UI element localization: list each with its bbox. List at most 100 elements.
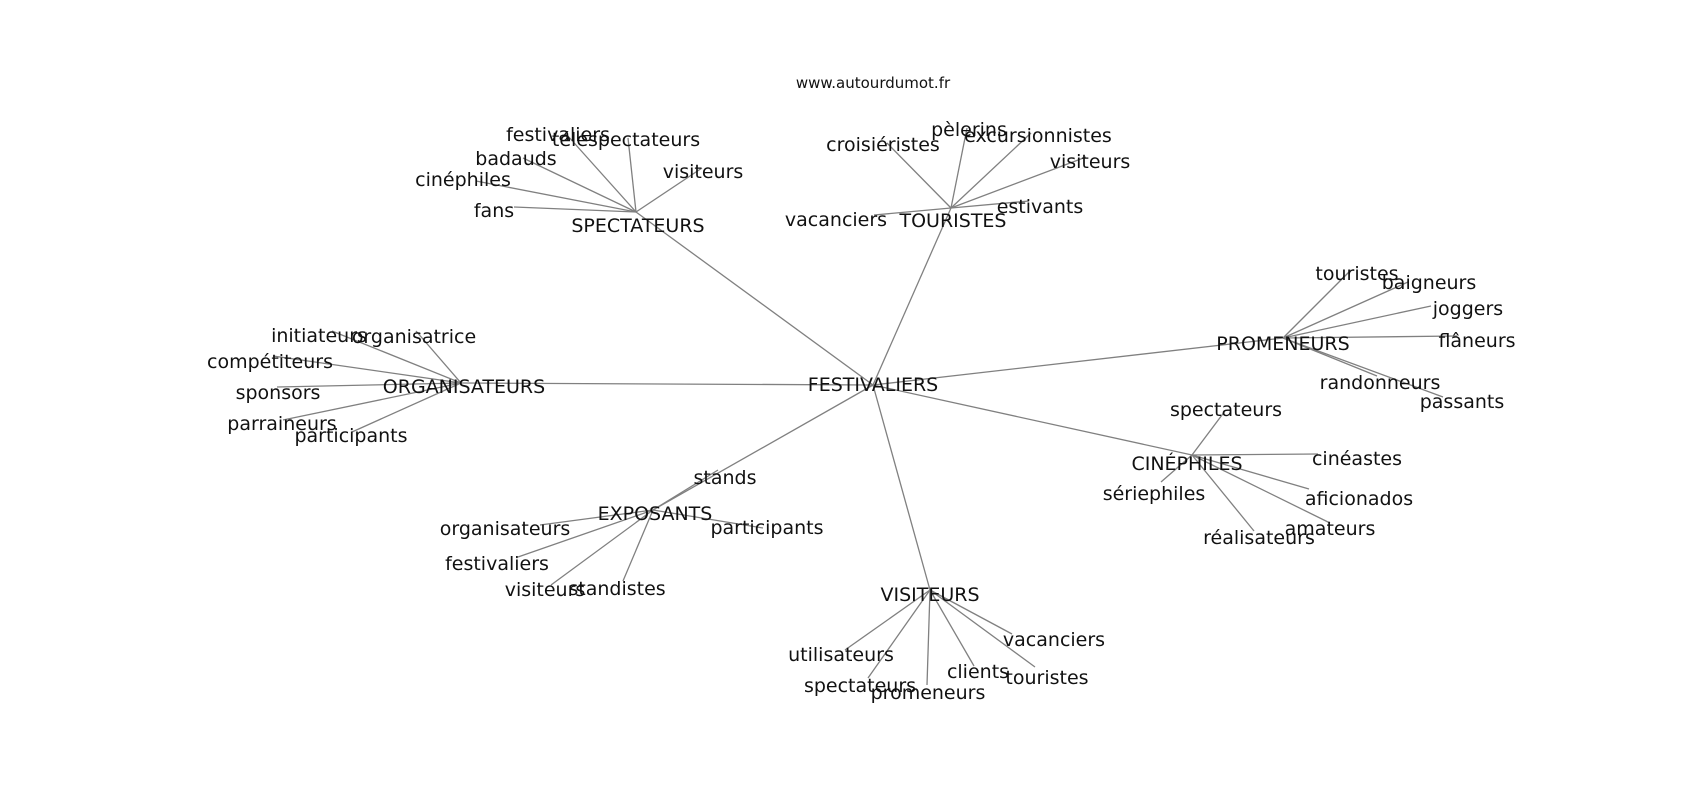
edge-organisateurs-5 xyxy=(351,382,462,433)
leaf-label: sponsors xyxy=(236,382,321,404)
leaf-label: téléspectateurs xyxy=(552,129,700,151)
edge-touristes-2 xyxy=(950,132,1032,209)
edge-exposants-1 xyxy=(539,509,654,526)
leaf-label: touristes xyxy=(1005,667,1088,689)
edge-organisateurs-4 xyxy=(282,382,462,421)
graph-edges xyxy=(272,127,1458,686)
leaf-label: fans xyxy=(474,200,514,222)
edge-cinéphiles-1 xyxy=(1191,453,1319,456)
edge-organisateurs-0 xyxy=(331,330,462,384)
hub-label-spectateurs: SPECTATEURS xyxy=(571,215,704,237)
edge-root-cinéphiles xyxy=(872,384,1193,456)
leaf-label: réalisateurs xyxy=(1203,527,1315,549)
leaf-label: stands xyxy=(694,467,757,489)
leaf-label: amateurs xyxy=(1285,518,1376,540)
edge-exposants-2 xyxy=(652,509,764,529)
hub-label-cinéphiles: CINÉPHILES xyxy=(1131,452,1242,475)
leaf-label: cinéastes xyxy=(1312,448,1402,470)
leaf-label: badauds xyxy=(475,148,556,170)
leaf-label: spectateurs xyxy=(1170,399,1282,421)
leaf-label: organisatrice xyxy=(352,326,476,348)
leaf-label: randonneurs xyxy=(1320,372,1441,394)
edge-visiteurs-4 xyxy=(867,589,931,679)
edge-root-visiteurs xyxy=(872,384,931,591)
edge-visiteurs-3 xyxy=(929,589,1036,668)
edge-visiteurs-1 xyxy=(844,589,931,651)
leaf-label: passants xyxy=(1420,391,1505,413)
hub-label-organisateurs: ORGANISATEURS xyxy=(383,376,545,398)
leaf-label: visiteurs xyxy=(505,579,586,601)
leaf-label: joggers xyxy=(1432,298,1503,320)
leaf-label: utilisateurs xyxy=(788,644,894,666)
leaf-label: baigneurs xyxy=(1382,272,1477,294)
edge-root-exposants xyxy=(652,384,874,511)
leaf-label: initiateurs xyxy=(271,325,367,347)
leaf-label: spectateurs xyxy=(804,675,916,697)
edge-root-spectateurs xyxy=(635,211,874,386)
hub-label-visiteurs: VISITEURS xyxy=(880,584,979,606)
edge-promeneurs-2 xyxy=(1282,305,1432,339)
edge-root-touristes xyxy=(872,207,952,386)
edge-root-organisateurs xyxy=(460,382,874,386)
edge-spectateurs-1 xyxy=(627,137,637,213)
edge-visiteurs-0 xyxy=(929,589,1013,635)
hub-label-touristes: TOURISTES xyxy=(898,210,1006,232)
edge-visiteurs-2 xyxy=(929,589,975,667)
leaf-label: croisiéristes xyxy=(826,134,940,156)
leaf-label: excursionnistes xyxy=(964,125,1112,147)
edge-promeneurs-5 xyxy=(1282,337,1444,398)
edge-root-promeneurs xyxy=(872,337,1284,386)
leaf-label: vacanciers xyxy=(785,209,887,231)
edge-exposants-5 xyxy=(622,509,654,582)
edge-spectateurs-5 xyxy=(513,206,637,213)
graph-labels: www.autourdumot.fr FESTIVALIERS SPECTATE… xyxy=(207,74,1516,704)
leaf-label: visiteurs xyxy=(1050,151,1131,173)
edge-spectateurs-4 xyxy=(635,167,703,213)
edge-touristes-0 xyxy=(886,142,952,209)
edge-promeneurs-3 xyxy=(1282,335,1458,339)
edge-exposants-4 xyxy=(550,509,654,586)
leaf-label: festivaliers xyxy=(506,124,610,146)
leaf-label: promeneurs xyxy=(871,682,986,704)
leaf-label: participants xyxy=(294,425,407,447)
leaf-label: clients xyxy=(947,661,1009,683)
edge-cinéphiles-4 xyxy=(1191,454,1331,524)
hub-label-promeneurs: PROMENEURS xyxy=(1216,333,1349,355)
leaf-label: aficionados xyxy=(1305,488,1413,510)
edge-touristes-3 xyxy=(950,156,1087,209)
leaf-label: sériephiles xyxy=(1103,483,1206,505)
leaf-label: touristes xyxy=(1315,263,1398,285)
leaf-label: standistes xyxy=(568,578,665,600)
edge-exposants-3 xyxy=(517,509,654,558)
edge-visiteurs-5 xyxy=(926,589,931,686)
edge-cinéphiles-2 xyxy=(1160,454,1193,483)
edge-spectateurs-2 xyxy=(522,157,637,213)
leaf-label: vacanciers xyxy=(1003,629,1105,651)
edge-promeneurs-1 xyxy=(1282,281,1409,339)
edge-spectateurs-3 xyxy=(475,180,637,213)
edge-cinéphiles-3 xyxy=(1191,454,1310,490)
root-node-label: FESTIVALIERS xyxy=(808,374,938,396)
edge-exposants-0 xyxy=(652,469,719,511)
leaf-label: organisateurs xyxy=(440,518,571,540)
site-credit: www.autourdumot.fr xyxy=(796,74,951,92)
edge-touristes-5 xyxy=(873,207,952,216)
edge-organisateurs-3 xyxy=(276,382,462,388)
edge-cinéphiles-5 xyxy=(1191,454,1255,532)
edge-spectateurs-0 xyxy=(566,134,637,213)
leaf-label: estivants xyxy=(997,196,1084,218)
leaf-label: participants xyxy=(710,517,823,539)
edge-touristes-1 xyxy=(950,127,968,209)
edge-touristes-4 xyxy=(950,200,1030,209)
leaf-label: pèlerins xyxy=(931,119,1007,141)
leaf-label: visiteurs xyxy=(663,161,744,183)
leaf-label: compétiteurs xyxy=(207,351,333,373)
edge-organisateurs-2 xyxy=(272,355,462,384)
leaf-label: festivaliers xyxy=(445,553,549,575)
edge-organisateurs-1 xyxy=(415,330,462,384)
leaf-label: parraineurs xyxy=(227,413,336,435)
leaf-label: cinéphiles xyxy=(415,169,511,191)
edge-promeneurs-0 xyxy=(1282,269,1352,339)
